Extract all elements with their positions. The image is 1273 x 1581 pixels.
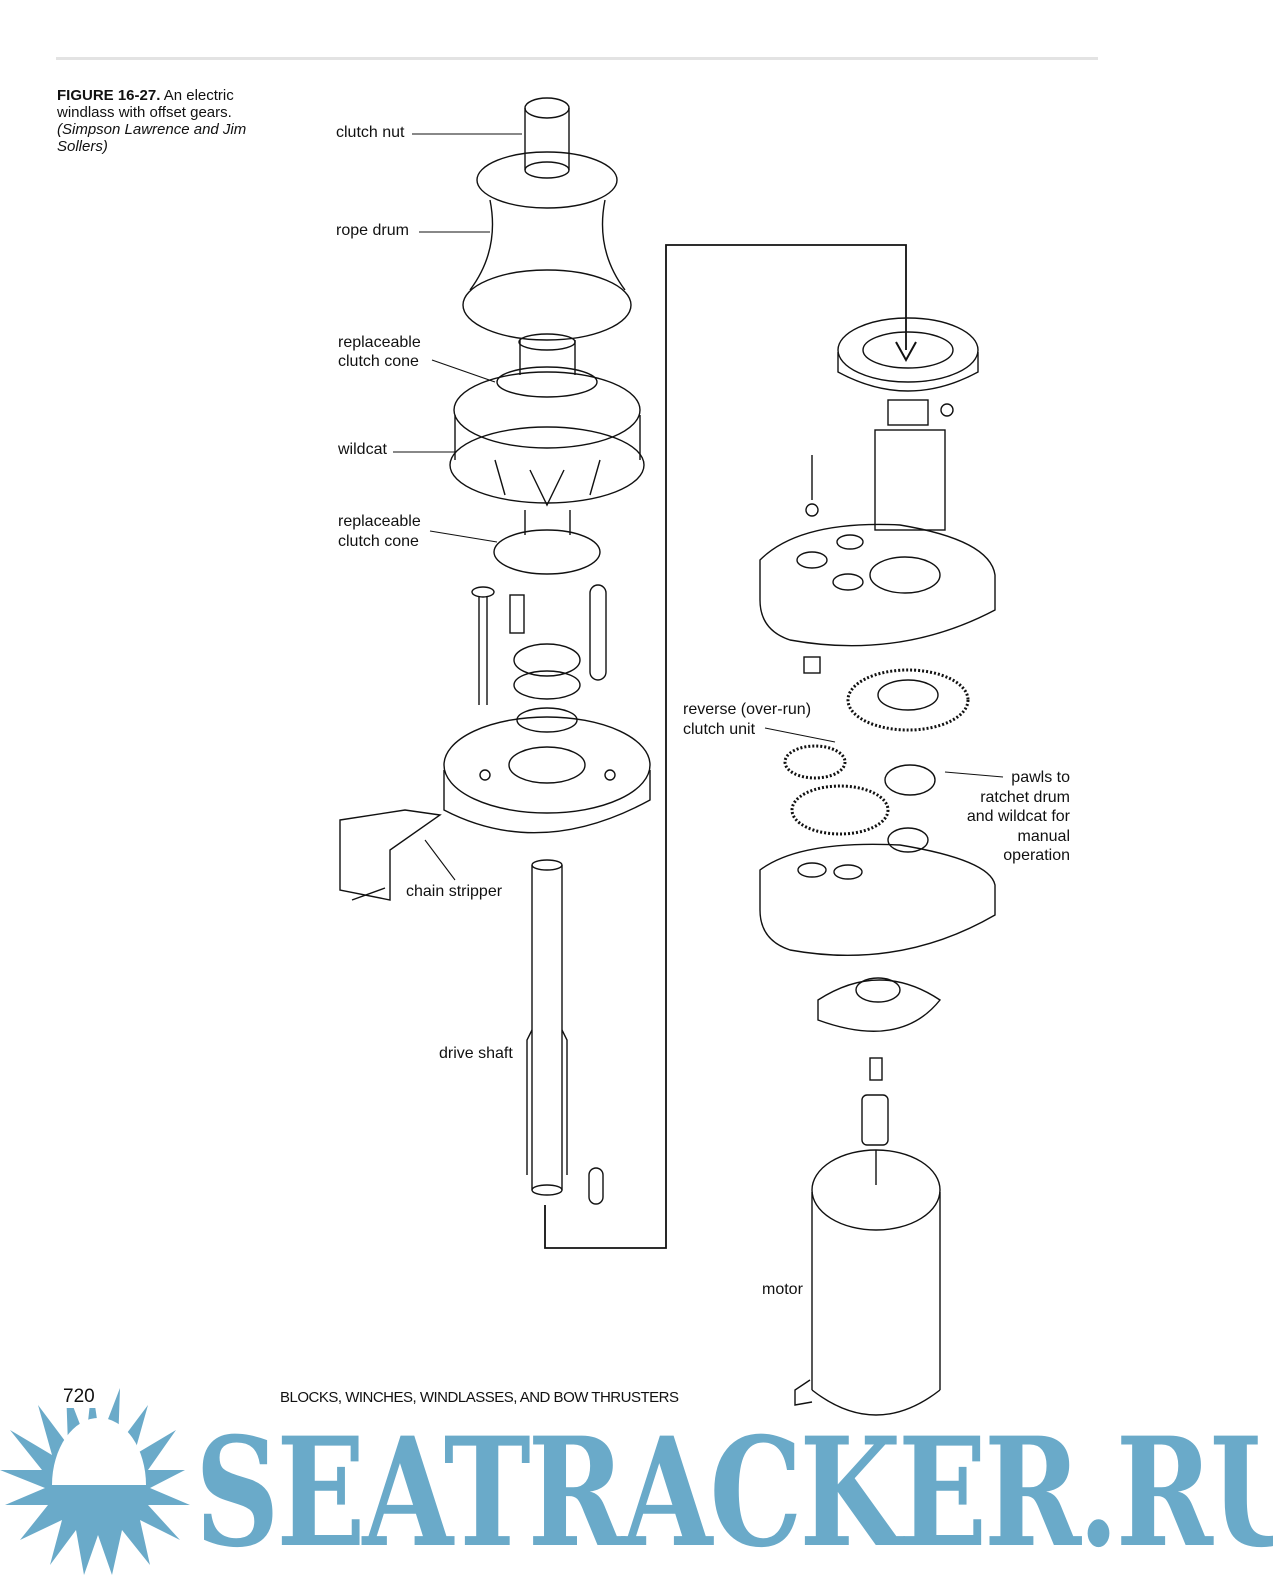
base-housing-part <box>443 716 651 834</box>
figure-caption: FIGURE 16-27. An electric windlass with … <box>57 87 277 155</box>
rope-drum-part <box>462 151 632 341</box>
label-clutch-nut: clutch nut <box>336 124 405 141</box>
label-rope-drum: rope drum <box>336 222 409 239</box>
label-pawls-1: pawls to <box>1011 769 1070 786</box>
chain-stripper-part <box>339 809 442 901</box>
label-chain-stripper: chain stripper <box>406 883 503 900</box>
clutch-cone-bottom-part <box>493 510 601 575</box>
label-wildcat: wildcat <box>338 441 387 458</box>
watermark-text: SEATRACKER.RU <box>195 1405 1273 1581</box>
label-clutch-cone-top-1: replaceable <box>338 334 421 351</box>
label-motor: motor <box>762 1281 803 1298</box>
arrow-icon <box>895 341 917 363</box>
running-head: BLOCKS, WINCHES, WINDLASSES, AND BOW THR… <box>280 1389 679 1406</box>
fasteners <box>471 584 607 705</box>
upper-gear-housing-part <box>759 523 996 647</box>
clutch-cone-top-part <box>496 333 598 398</box>
label-drive-shaft: drive shaft <box>439 1045 513 1062</box>
lower-gear-housing-part <box>759 827 996 957</box>
label-clutch-cone-top-2: clutch cone <box>338 353 419 370</box>
drive-shaft-part <box>526 859 604 1205</box>
leader-lines <box>393 133 1004 881</box>
label-reverse-clutch-2: clutch unit <box>683 721 756 738</box>
label-pawls-4: manual <box>1017 828 1070 845</box>
coupling-part <box>805 399 954 531</box>
figure-number: FIGURE 16-27. <box>57 87 161 104</box>
caption-credit: (Simpson Lawrence and Jim Sollers) <box>57 121 247 155</box>
label-clutch-cone-bottom-1: replaceable <box>338 513 421 530</box>
label-clutch-cone-bottom-2: clutch cone <box>338 533 419 550</box>
label-pawls-3: and wildcat for <box>966 808 1070 825</box>
bearing-part <box>513 643 581 733</box>
label-reverse-clutch-1: reverse (over-run) <box>683 701 812 718</box>
header-rule <box>56 57 1098 60</box>
clutch-nut-part <box>524 97 570 179</box>
caption-text: An electric windlass with offset gears. <box>57 87 234 121</box>
page-number: 720 <box>60 1386 98 1408</box>
label-pawls-2: ratchet drum <box>980 789 1070 806</box>
motor-flange-part <box>817 977 942 1146</box>
mounting-flange-part <box>837 317 979 392</box>
gears-part <box>783 656 970 836</box>
label-pawls-5: operation <box>1003 847 1070 864</box>
assembly-path-line <box>544 244 907 1249</box>
wildcat-part <box>449 371 645 507</box>
motor-part <box>794 1149 941 1416</box>
